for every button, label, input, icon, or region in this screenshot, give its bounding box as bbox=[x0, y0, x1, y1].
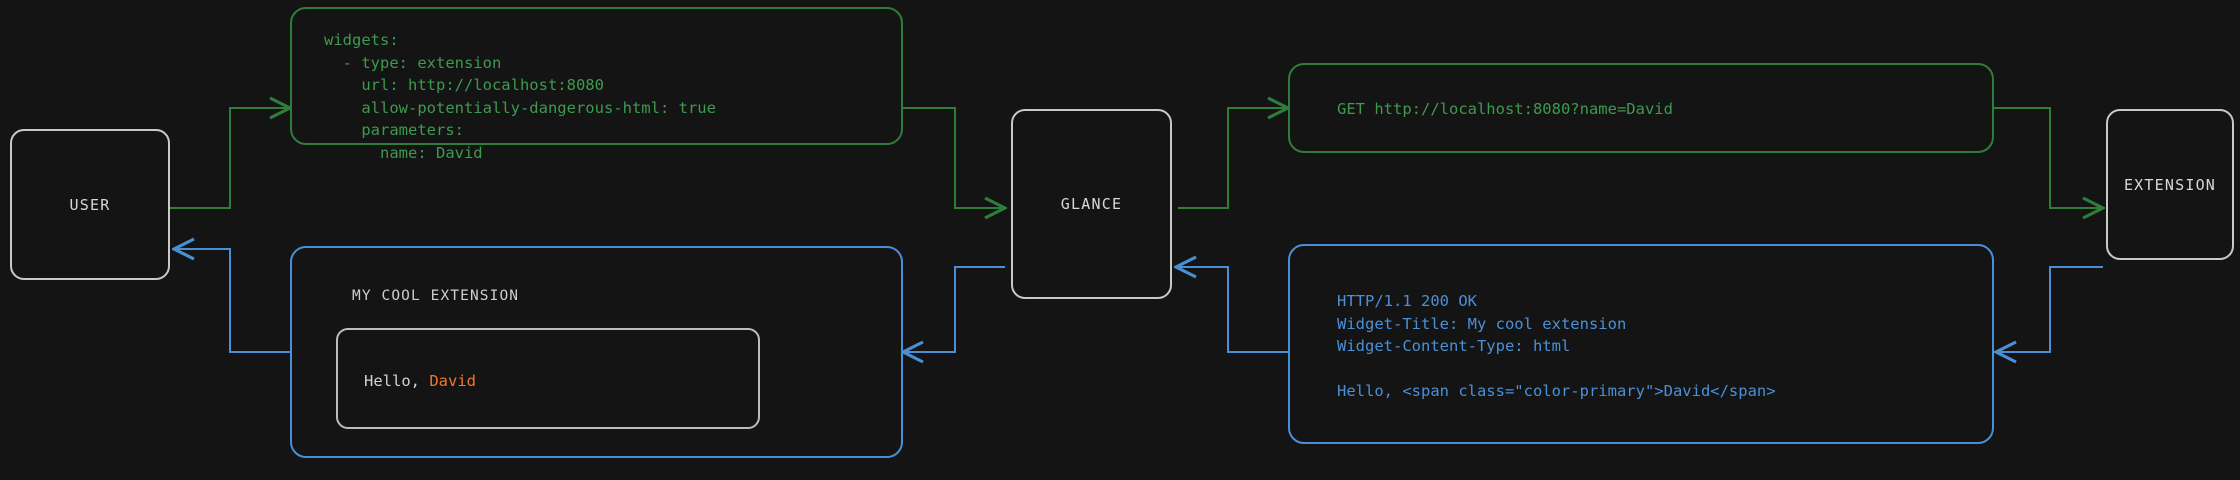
wire-extension-to-response bbox=[1996, 266, 2103, 352]
wire-user-to-config bbox=[170, 108, 290, 209]
widget-greeting-prefix: Hello, bbox=[364, 372, 430, 390]
wire-config-to-glance bbox=[903, 107, 1005, 208]
widget-title-label: MY COOL EXTENSION bbox=[352, 288, 520, 304]
message-rendered-widget[interactable]: MY COOL EXTENSION Hello, David bbox=[290, 246, 903, 458]
node-user[interactable]: USER bbox=[10, 129, 170, 280]
node-user-label: USER bbox=[69, 195, 111, 214]
wire-request-to-extension bbox=[1994, 107, 2103, 208]
widget-greeting-text: Hello, David bbox=[364, 372, 476, 390]
node-glance[interactable]: GLANCE bbox=[1011, 109, 1172, 299]
node-extension[interactable]: EXTENSION bbox=[2106, 109, 2234, 260]
node-glance-label: GLANCE bbox=[1060, 195, 1123, 213]
http-request-text: GET http://localhost:8080?name=David bbox=[1337, 100, 1673, 118]
node-extension-label: EXTENSION bbox=[2123, 175, 2217, 194]
wire-glance-to-widget bbox=[903, 266, 1005, 352]
message-http-request[interactable]: GET http://localhost:8080?name=David bbox=[1288, 63, 1994, 153]
widget-greeting-name: David bbox=[429, 372, 476, 390]
message-config-yaml[interactable]: widgets: - type: extension url: http://l… bbox=[290, 7, 903, 162]
widget-content-card[interactable]: Hello, David bbox=[336, 328, 760, 429]
http-response-text: HTTP/1.1 200 OK Widget-Title: My cool ex… bbox=[1337, 292, 1776, 400]
wire-glance-to-request bbox=[1178, 108, 1288, 209]
wire-widget-to-user bbox=[174, 249, 290, 353]
message-http-response[interactable]: HTTP/1.1 200 OK Widget-Title: My cool ex… bbox=[1288, 244, 1994, 444]
config-yaml-text: widgets: - type: extension url: http://l… bbox=[324, 31, 716, 162]
wire-response-to-glance bbox=[1176, 267, 1288, 353]
